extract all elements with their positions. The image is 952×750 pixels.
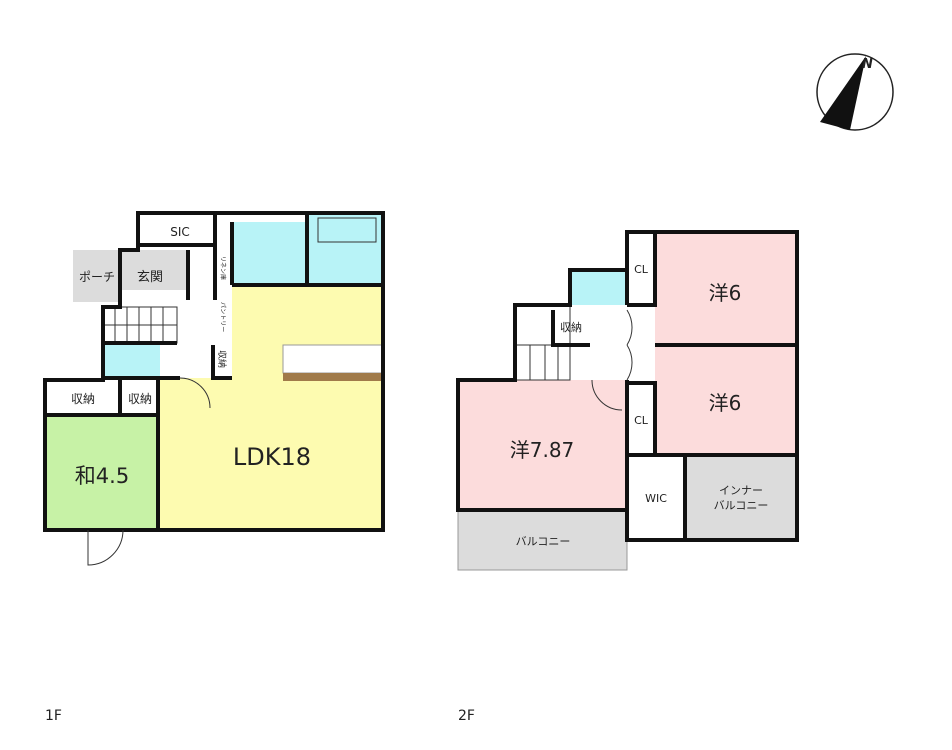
door-swing — [87, 529, 124, 566]
western-room-2-area — [655, 345, 797, 455]
room-label-ldk: LDK18 — [233, 443, 311, 471]
kitchen-counter-edge — [283, 373, 383, 381]
stairs-1f — [102, 306, 178, 344]
ldk-area-lower — [160, 378, 240, 530]
room-label-western-2: 洋6 — [709, 391, 742, 415]
inner-walls-2f — [551, 232, 797, 540]
room-label-inner-balcony-line2: バルコニー — [714, 499, 769, 512]
room-label-cl-1: CL — [634, 263, 649, 276]
western-room-1-area — [655, 232, 797, 345]
room-label-cl-2: CL — [634, 414, 649, 427]
room-label-storage-1: 収納 — [71, 392, 95, 406]
entrance-area — [120, 250, 188, 290]
room-label-western-3: 洋7.87 — [510, 438, 575, 462]
room-label-entrance: 玄関 — [137, 270, 163, 285]
toilet-2f — [570, 270, 625, 305]
balcony-area — [457, 509, 628, 571]
outer-walls-2f — [456, 230, 799, 542]
room-label-sic: SIC — [170, 225, 190, 239]
washroom — [232, 222, 307, 285]
floor-label-2f: 2F — [458, 708, 475, 724]
bathtub — [317, 217, 377, 243]
room-label-pantry: パントリー — [219, 302, 226, 332]
floor-label-1f: 1F — [45, 708, 62, 724]
floor-1f-plan: SIC ポーチ 玄関 リネン庫 パントリー 収納 収納 収納 和4.5 LDK1… — [43, 211, 385, 566]
inner-walls-1f — [45, 213, 383, 530]
room-label-japanese: 和4.5 — [75, 464, 129, 488]
room-label-porch: ポーチ — [79, 270, 115, 284]
kitchen-counter — [282, 344, 384, 374]
compass-north-label: N — [862, 57, 873, 72]
compass-needle-icon — [820, 56, 866, 130]
room-label-wic: WIC — [645, 492, 667, 505]
room-label-inner-balcony-line1: インナー — [719, 484, 763, 497]
ldk-area — [232, 285, 383, 530]
japanese-room-area — [45, 415, 158, 530]
room-label-linen: リネン庫 — [219, 256, 227, 280]
door-swing — [591, 379, 623, 411]
porch-area — [73, 250, 120, 302]
stairs-2f — [514, 304, 571, 381]
room-label-western-1: 洋6 — [709, 281, 742, 305]
inner-balcony-area — [685, 455, 797, 540]
door-swing — [626, 309, 633, 381]
north-compass: N — [816, 53, 894, 131]
room-label-storage-2: 収納 — [128, 392, 152, 406]
room-label-storage-hall: 収納 — [216, 350, 228, 368]
western-room-3-area — [458, 380, 627, 510]
room-label-storage-2f: 収納 — [560, 321, 582, 334]
floor-2f-plan: 洋6 洋6 洋7.87 CL CL 収納 WIC インナー バルコニー バルコニ… — [456, 230, 799, 571]
room-label-balcony: バルコニー — [516, 535, 571, 548]
toilet-1f — [103, 345, 160, 378]
door-swing — [179, 377, 211, 409]
